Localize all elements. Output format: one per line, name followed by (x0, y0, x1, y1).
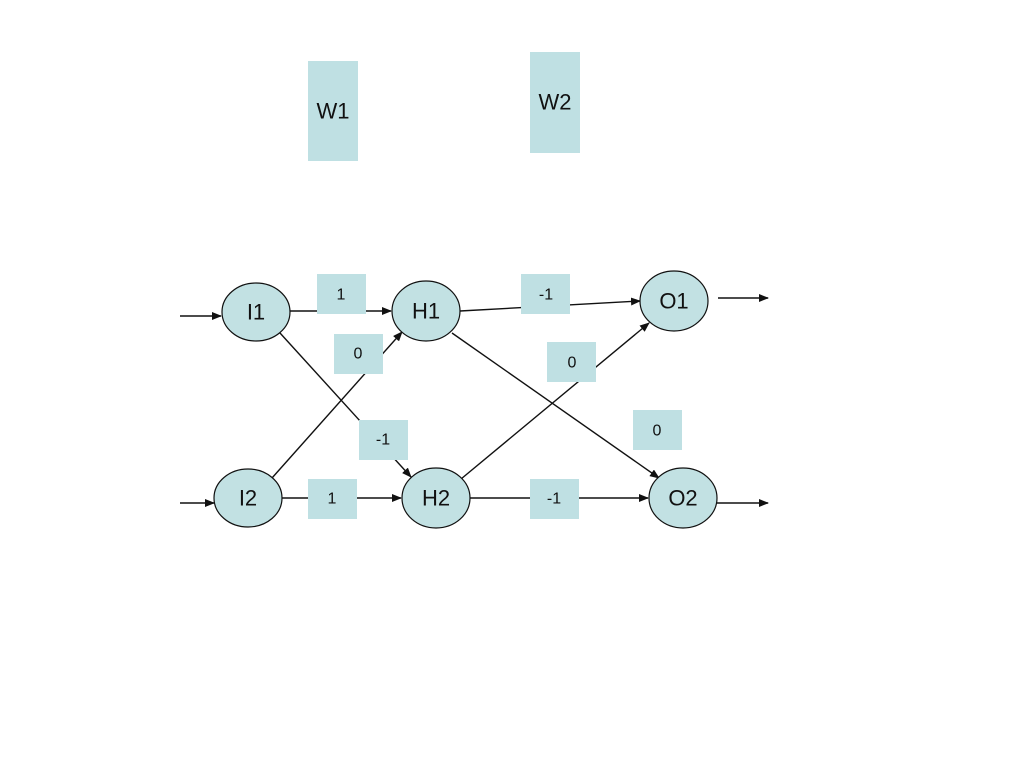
node-shape (639, 270, 709, 332)
node-shape (648, 467, 718, 529)
layer-box-w1 (308, 61, 358, 161)
weight-label: -1 (376, 432, 390, 449)
weight-h2-o1: 0 (547, 342, 596, 382)
edge-h1-o2 (451, 332, 660, 479)
node-label: I2 (239, 486, 257, 511)
node-shape (213, 468, 283, 528)
weight-label: 1 (328, 491, 337, 508)
node-shape (391, 280, 461, 342)
weight-box (521, 274, 570, 314)
node-label: H1 (412, 299, 440, 324)
weight-label: 0 (354, 346, 363, 363)
weight-i2-h2: 1 (308, 479, 357, 519)
weight-i1-h1: 1 (317, 274, 366, 314)
layer-box-w2 (530, 52, 580, 153)
node-shape (221, 282, 291, 342)
weight-box (308, 479, 357, 519)
layer-text-w2: W2 (539, 90, 572, 115)
edge-h2-o1 (460, 322, 650, 480)
weight-label: 0 (568, 355, 577, 372)
weight-label: 1 (337, 287, 346, 304)
weight-box (547, 342, 596, 382)
node-i2: I2 (213, 468, 283, 528)
weight-label: -1 (547, 491, 561, 508)
weight-h1-o2: 0 (633, 410, 682, 450)
node-label: H2 (422, 486, 450, 511)
node-i1: I1 (221, 282, 291, 342)
weight-i1-h2: -1 (359, 420, 408, 460)
weight-box (633, 410, 682, 450)
weight-box (530, 479, 579, 519)
node-label: O2 (668, 486, 697, 511)
weight-box (317, 274, 366, 314)
weight-label: -1 (539, 287, 553, 304)
weight-h2-o2: -1 (530, 479, 579, 519)
node-o1: O1 (639, 270, 709, 332)
layer-label-w2: W2 (530, 52, 580, 153)
node-label: I1 (247, 300, 265, 325)
weight-h1-o1: -1 (521, 274, 570, 314)
node-h1: H1 (391, 280, 461, 342)
node-o2: O2 (648, 467, 718, 529)
weight-box (334, 334, 383, 374)
weight-label: 0 (653, 423, 662, 440)
layer-label-w1: W1 (308, 61, 358, 161)
node-shape (401, 467, 471, 529)
weight-box (359, 420, 408, 460)
layer-text-w1: W1 (317, 99, 350, 124)
weight-i2-h1: 0 (334, 334, 383, 374)
node-label: O1 (659, 289, 688, 314)
node-h2: H2 (401, 467, 471, 529)
